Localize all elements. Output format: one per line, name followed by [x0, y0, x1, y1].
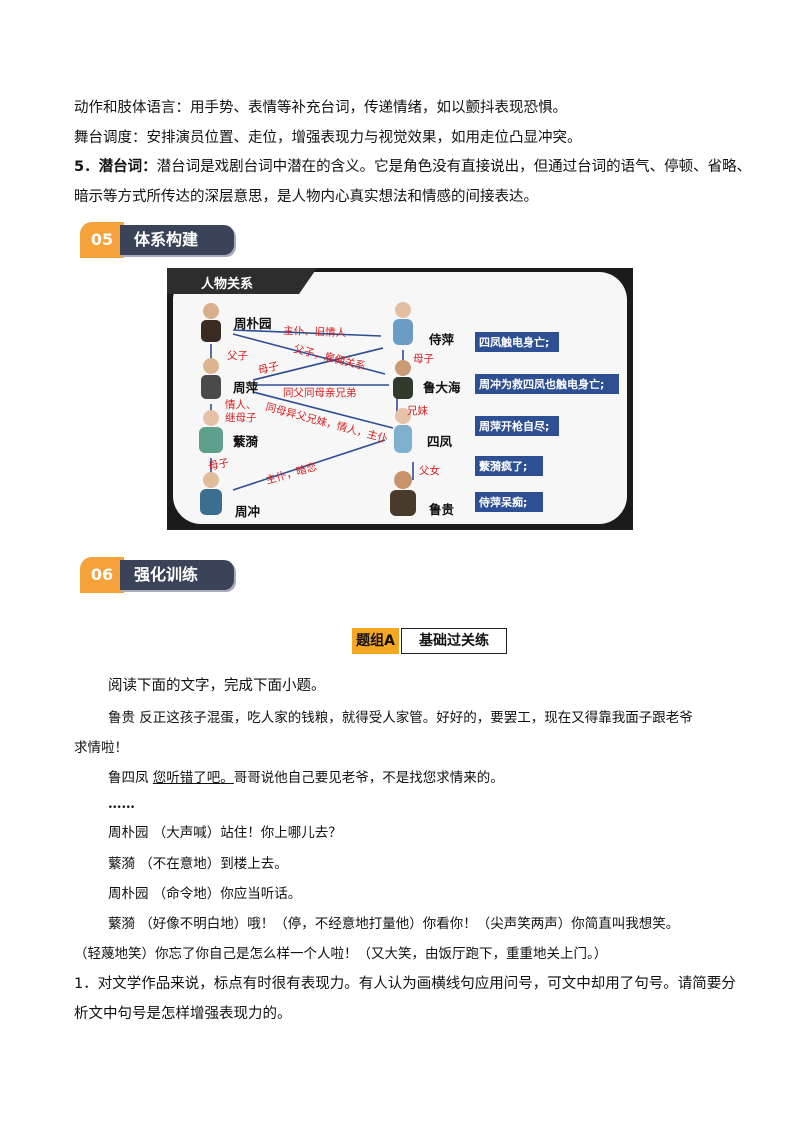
rel-sifeng-lugui: 父女	[419, 464, 440, 477]
dialogue-fanyi-3: （轻蔑地笑）你忘了你自己是怎么样一个人啦！（又大笑，由饭厅跑下，重重地关上门。）	[74, 946, 608, 962]
figure-shiping	[393, 302, 413, 345]
name-sifeng: 四凤	[427, 434, 453, 449]
item-5-label: 5．潜台词：	[74, 159, 157, 175]
figure-zhoupuyuan	[201, 303, 221, 342]
name-ludahai: 鲁大海	[422, 380, 461, 395]
name-lugui: 鲁贵	[428, 502, 455, 517]
fate-5: 侍萍呆痴;	[478, 495, 527, 509]
figure-sifeng	[394, 408, 412, 453]
fate-2: 周冲为救四凤也触电身亡;	[479, 377, 604, 391]
rel-ludahai-sifeng: 兄妹	[407, 405, 428, 417]
arrow-sifeng-zhouchong	[232, 439, 386, 491]
figure-ludahai	[393, 360, 413, 399]
dialogue-lugui-2: 求情啦！	[74, 740, 128, 756]
name-zhouping: 周萍	[233, 380, 259, 395]
basic-practice-label: 基础过关练	[401, 628, 507, 654]
section-number: 06	[80, 557, 124, 593]
section-number: 05	[80, 222, 124, 258]
fate-1: 四凤触电身亡;	[479, 335, 549, 349]
underlined-sentence: 您听错了吧。	[152, 770, 234, 786]
dialogue-lugui-1: 鲁贵 反正这孩子混蛋，吃人家的钱粮，就得受人家管。好好的，要罢工，现在又得靠我面…	[108, 710, 693, 726]
name-zhouchong: 周冲	[235, 504, 260, 519]
rel-zhouping-ludahai: 同父同母亲兄弟	[283, 386, 357, 399]
section-label: 强化训练	[120, 560, 234, 590]
dialogue-zhoupuyuan-1: 周朴园 （大声喊）站住！你上哪儿去？	[108, 825, 342, 841]
item-5: 5．潜台词：潜台词是戏剧台词中潜在的含义。它是角色没有直接说出，但通过台词的语气…	[74, 157, 751, 177]
fate-box-1	[475, 332, 559, 352]
dialogue-sifeng-rest: 哥哥说他自己要见老爷，不是找您求情来的。	[233, 770, 504, 786]
rel-zhouping-fanyi-1: 情人、	[225, 398, 257, 411]
dialogue-fanyi-2: 蘩漪 （好像不明白地）哦！（停，不经意地打量他）你看你！（尖声笑两声）你简直叫我…	[108, 916, 680, 932]
figure-lugui	[390, 471, 416, 516]
instruction: 阅读下面的文字，完成下面小题。	[108, 678, 326, 694]
intro-line-1: 动作和肢体语言：用手势、表情等补充台词，传递情绪，如以颤抖表现恐惧。	[74, 100, 567, 116]
diagram-title: 人物关系	[201, 276, 253, 292]
dialogue-fanyi-1: 蘩漪 （不在意地）到楼上去。	[108, 856, 288, 872]
rel-shiping-zhouping: 母子	[257, 360, 280, 377]
rel-shiping-ludahai: 母子	[413, 353, 434, 365]
figure-zhouchong	[200, 472, 222, 515]
arrow-zhoupuyuan-shiping	[232, 329, 382, 337]
fate-box-5	[475, 492, 543, 512]
arrow-shiping-zhouping	[252, 347, 384, 381]
fate-box-3	[475, 416, 559, 436]
rel-zhoupuyuan-zhouping: 父子	[227, 350, 248, 362]
figure-zhouping	[201, 358, 221, 399]
character-relationship-diagram: 人物关系 周朴园 侍萍 周萍	[167, 268, 633, 530]
dialogue-sifeng: 鲁四凤 您听错了吧。哥哥说他自己要见老爷，不是找您求情来的。	[108, 768, 768, 788]
section-label: 体系构建	[120, 225, 234, 255]
rel-zhoupuyuan-shiping: 主仆、旧情人	[283, 324, 347, 339]
figure-fanyi	[199, 410, 223, 453]
arrow-zhouping-sifeng	[252, 391, 394, 429]
name-fanyi: 蘩漪	[233, 434, 259, 449]
question-1-cont: 析文中句号是怎样增强表现力的。	[74, 1006, 292, 1022]
item-5-text: 潜台词是戏剧台词中潜在的含义。它是角色没有直接说出，但通过台词的语气、停顿、省略…	[156, 159, 752, 175]
ellipsis: ……	[108, 796, 135, 812]
arrow-zhoupuyuan-ludahai	[232, 333, 386, 375]
speaker-sifeng: 鲁四凤	[108, 770, 153, 786]
fate-box-4	[475, 456, 543, 476]
fate-box-2	[475, 374, 619, 394]
fate-4: 蘩漪疯了;	[479, 459, 527, 473]
intro-line-2: 舞台调度：安排演员位置、走位，增强表现力与视觉效果，如用走位凸显冲突。	[74, 130, 582, 146]
group-a-badge: 题组A	[352, 628, 399, 654]
rel-zhouping-fanyi-2: 继母子	[225, 411, 257, 424]
name-zhoupuyuan: 周朴园	[234, 316, 272, 331]
name-shiping: 侍萍	[428, 332, 455, 347]
fate-3: 周萍开枪自尽;	[479, 419, 549, 433]
item-5-text-2: 暗示等方式所传达的深层意思，是人物内心真实想法和情感的间接表达。	[74, 189, 538, 205]
dialogue-zhoupuyuan-2: 周朴园 （命令地）你应当听话。	[108, 886, 302, 902]
diagram-title-bg	[167, 268, 317, 294]
rel-fanyi-zhouchong: 母子	[207, 457, 230, 473]
question-1: 1．对文学作品来说，标点有时很有表现力。有人认为画横线句应用问号，可文中却用了句…	[74, 976, 736, 992]
